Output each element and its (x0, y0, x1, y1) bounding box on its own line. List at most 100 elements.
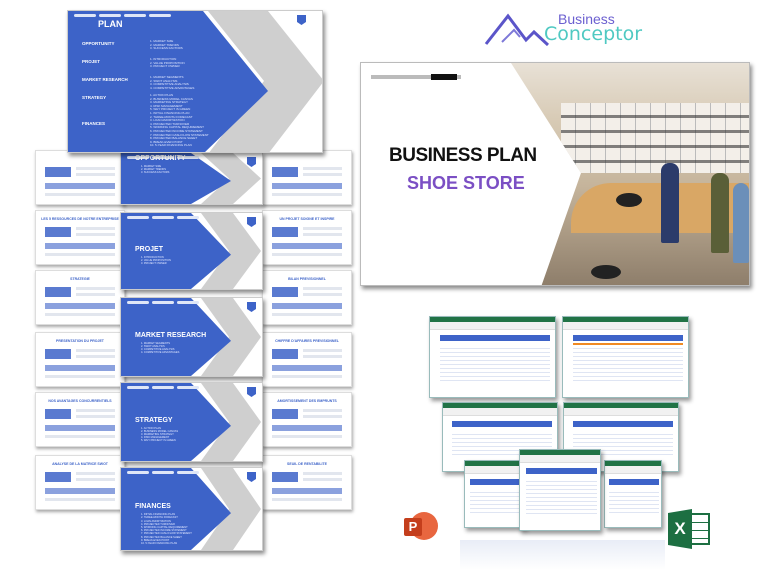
plan-section-item: 10. 5-YEAR FINANCING PLAN (150, 143, 192, 148)
cover-accent-bar (371, 75, 461, 79)
brand-conceptor: Conceptor (544, 23, 643, 45)
thumbnail-title: BILAN PREVISIONNEL (288, 277, 326, 281)
shield-icon (247, 472, 256, 482)
section-item: 4. PROJECTED TURNOVER (141, 522, 175, 526)
plan-section-item: 4. COMPETITIVE ADVANTAGES (150, 85, 195, 90)
thumbnail-slide (35, 150, 125, 205)
spreadsheet-1 (429, 316, 556, 398)
mountain-logo-icon (484, 13, 550, 46)
store-photo (511, 63, 749, 285)
thumbnail-slide: SEUIL DE RENTABILITE (262, 455, 352, 510)
plan-section-item: 2. SWOT ANALYSIS (150, 78, 178, 83)
plan-section-item: 5. WORKING CAPITAL REQUIREMENT (150, 125, 205, 130)
thumbnail-slide: CHIFFRE D'AFFAIRES PREVISIONNEL (262, 332, 352, 387)
section-item: 4. COMPETITIVE ADVANTAGES (141, 351, 180, 355)
spreadsheet-reflection (460, 540, 665, 570)
thumbnail-slide: PRESENTATION DU PROJET (35, 332, 125, 387)
thumbnail-slide: ANALYSE DE LA MATRICE SWOT (35, 455, 125, 510)
thumbnail-slide: BILAN PREVISIONNEL (262, 270, 352, 325)
plan-section-item: 1. MARKET SIZE (150, 39, 174, 43)
thumbnail-title: NOS AVANTAGES CONCURRENTIELS (48, 399, 112, 403)
plan-section-item: 3. PROJECT OWNER (150, 64, 180, 69)
spreadsheet-2 (562, 316, 689, 398)
section-item: 6. PROJECTED INCOME STATEMENT (141, 529, 187, 533)
section-item: 1. INTRODUCTION (141, 255, 164, 259)
plan-section-item: 1. INTRODUCTION (150, 57, 177, 61)
section-item: 2. VALUE PROPOSITION (141, 258, 171, 262)
section-item: 5. WORKING CAPITAL REQUIREMENT (141, 526, 188, 530)
cover-slide: BUSINESS PLAN SHOE STORE (360, 62, 750, 286)
section-item: 4. RISK MANAGEMENT (141, 436, 170, 440)
shield-icon (297, 15, 306, 25)
shield-icon (247, 157, 256, 167)
section-item: 10. 5-YEAR FINANCING PLAN (141, 542, 178, 546)
thumbnail-title: AMORTISSEMENT DES EMPRUNTS (277, 399, 337, 403)
spreadsheet-7 (519, 449, 601, 531)
section-item: 3. PROJECT OWNER (141, 262, 167, 266)
plan-section-label: FINANCES (82, 121, 106, 126)
plan-section-item: 2. BUSINESS MODEL CANVAS (150, 96, 193, 101)
section-item: 1. MARKET SEGMENTS (141, 341, 170, 345)
section-item: 3. SUCCESS FACTORS (141, 171, 170, 175)
thumbnail-title: UN PROJET SOIGNE ET INSPIRE (279, 217, 335, 221)
section-item: 2. SWOT ANALYSIS (141, 344, 165, 348)
thumbnail-title: LES 5 RESSOURCES DE NOTRE ENTREPRISE (41, 217, 119, 221)
plan-section-item: 1. MARKET SEGMENTS (150, 75, 184, 79)
section-item: 3. LOAN AMORTIZATION (141, 519, 171, 523)
thumbnail-title: CHIFFRE D'AFFAIRES PREVISIONNEL (275, 339, 339, 343)
shield-icon (247, 217, 256, 227)
section-item: 2. MARKET TRENDS (141, 168, 166, 172)
section-item: 1. MARKET SIZE (141, 165, 162, 168)
plan-section-item: 8. PROJECTED BALANCE SHEET (150, 136, 198, 141)
section-item: 1. INITIAL FINANCING PLAN (141, 513, 176, 517)
plan-section-item: 1. ACTION PLAN (150, 93, 174, 97)
section-item: 5. WHY PROJECT IS GREEN (141, 439, 176, 443)
slide-tabs (74, 14, 171, 17)
plan-section-item: 2. VALUE PROPOSITION (150, 60, 185, 65)
section-item: 8. PROJECTED BALANCE SHEET (141, 535, 182, 539)
thumbnail-slide: NOS AVANTAGES CONCURRENTIELS (35, 392, 125, 447)
plan-section-item: 9. BREAK-EVEN POINT (150, 139, 183, 144)
section-title: PROJET (135, 245, 164, 253)
section-title: MARKET RESEARCH (135, 331, 207, 339)
cover-title: BUSINESS PLAN (389, 145, 537, 166)
cover-accent-bar-dark (431, 74, 457, 80)
plan-section-item: 4. PROJECTED TURNOVER (150, 121, 190, 126)
thumbnail-slide: STRATEGIE (35, 270, 125, 325)
excel-icon: X (668, 509, 712, 549)
thumbnail-title: PRESENTATION DU PROJET (56, 339, 104, 343)
brand-business: Business (558, 11, 615, 27)
plan-title: PLAN (98, 19, 123, 29)
plan-section-label: MARKET RESEARCH (82, 77, 128, 82)
thumbnail-slide: AMORTISSEMENT DES EMPRUNTS (262, 392, 352, 447)
cover-subtitle: SHOE STORE (407, 173, 525, 193)
brand-logo: Business Conceptor (484, 10, 644, 46)
spreadsheet-5 (464, 460, 526, 528)
shield-icon (247, 302, 256, 312)
section-item: 2. BUSINESS MODEL CANVAS (141, 429, 179, 433)
shield-icon (247, 387, 256, 397)
plan-section-item: 7. PROJECTED CASH FLOW STATEMENT (150, 132, 209, 137)
plan-section-item: 3. COMPETITIVE ANALYSIS (150, 82, 189, 87)
section-item: 9. BREAK-EVEN POINT (141, 538, 170, 542)
section-item: 7. PROJECTED CASH FLOW STATEMENT (141, 532, 192, 536)
thumbnail-slide: LES 5 RESSOURCES DE NOTRE ENTREPRISE (35, 210, 125, 265)
powerpoint-icon: P (404, 512, 438, 546)
plan-section-label: OPPORTUNITY (82, 41, 115, 46)
spreadsheet-6 (604, 460, 662, 528)
thumbnail-title: STRATEGIE (70, 277, 90, 281)
plan-section-item: 3. MARKETING STRATEGY (150, 100, 188, 105)
section-title: STRATEGY (135, 416, 173, 424)
plan-section-item: 2. THREE-MONTH FORECAST (150, 114, 193, 119)
section-item: 2. THREE-MONTH FORECAST (141, 516, 178, 520)
plan-section-label: STRATEGY (82, 95, 107, 100)
thumbnail-slide: UN PROJET SOIGNE ET INSPIRE (262, 210, 352, 265)
section-item: 3. MARKETING STRATEGY (141, 433, 174, 436)
plan-section-item: 1. INITIAL FINANCING PLAN (150, 111, 190, 115)
